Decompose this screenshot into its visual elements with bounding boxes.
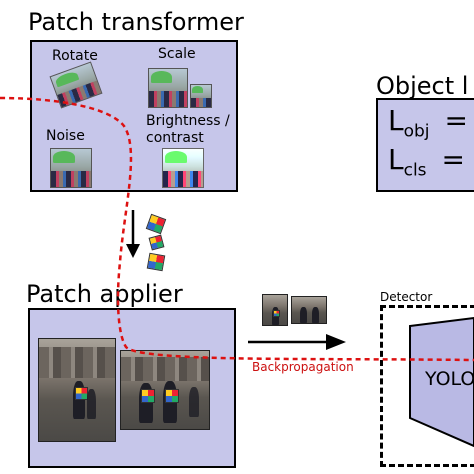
- brightness-label-line1: Brightness /: [146, 113, 230, 129]
- loss-subscript-obj: obj: [403, 121, 430, 142]
- rotate-label: Rotate: [52, 48, 98, 64]
- scale-label: Scale: [158, 46, 196, 62]
- detector-box: [380, 305, 474, 467]
- street-image-1: [38, 338, 116, 442]
- loss-subscript-cls: cls: [403, 160, 427, 181]
- patched-image-small-1: [262, 294, 288, 326]
- backpropagation-path: [0, 96, 474, 362]
- down-arrow-head: [126, 244, 140, 258]
- noise-label: Noise: [46, 128, 85, 144]
- scaled-patch-small-thumbnail: [190, 84, 212, 108]
- backpropagation-label: Backpropagation: [252, 360, 354, 374]
- yolo-trapezoid: [409, 316, 474, 448]
- objectness-loss-formula: Lobj =: [388, 104, 468, 142]
- brightness-label-line2: contrast: [146, 130, 204, 146]
- street-image-2: [120, 350, 210, 430]
- detector-title: Detector: [380, 290, 433, 304]
- brightness-patch-thumbnail: [162, 148, 204, 188]
- patch-transformer-title: Patch transformer: [28, 8, 244, 36]
- loss-symbol: L: [388, 143, 404, 176]
- object-loss-panel: [376, 98, 474, 192]
- class-loss-formula: Lcls =: [388, 143, 465, 181]
- loss-symbol: L: [388, 104, 404, 137]
- patch-applier-title: Patch applier: [26, 280, 183, 308]
- noisy-patch-thumbnail: [50, 148, 92, 188]
- object-loss-title: Object l: [376, 72, 469, 100]
- equals-sign: =: [441, 143, 465, 176]
- right-arrow-head: [326, 334, 346, 350]
- patched-image-small-2: [291, 296, 327, 324]
- equals-sign: =: [444, 104, 468, 137]
- yolo-label: YOLO: [424, 368, 474, 390]
- scaled-patch-large-thumbnail: [148, 68, 188, 108]
